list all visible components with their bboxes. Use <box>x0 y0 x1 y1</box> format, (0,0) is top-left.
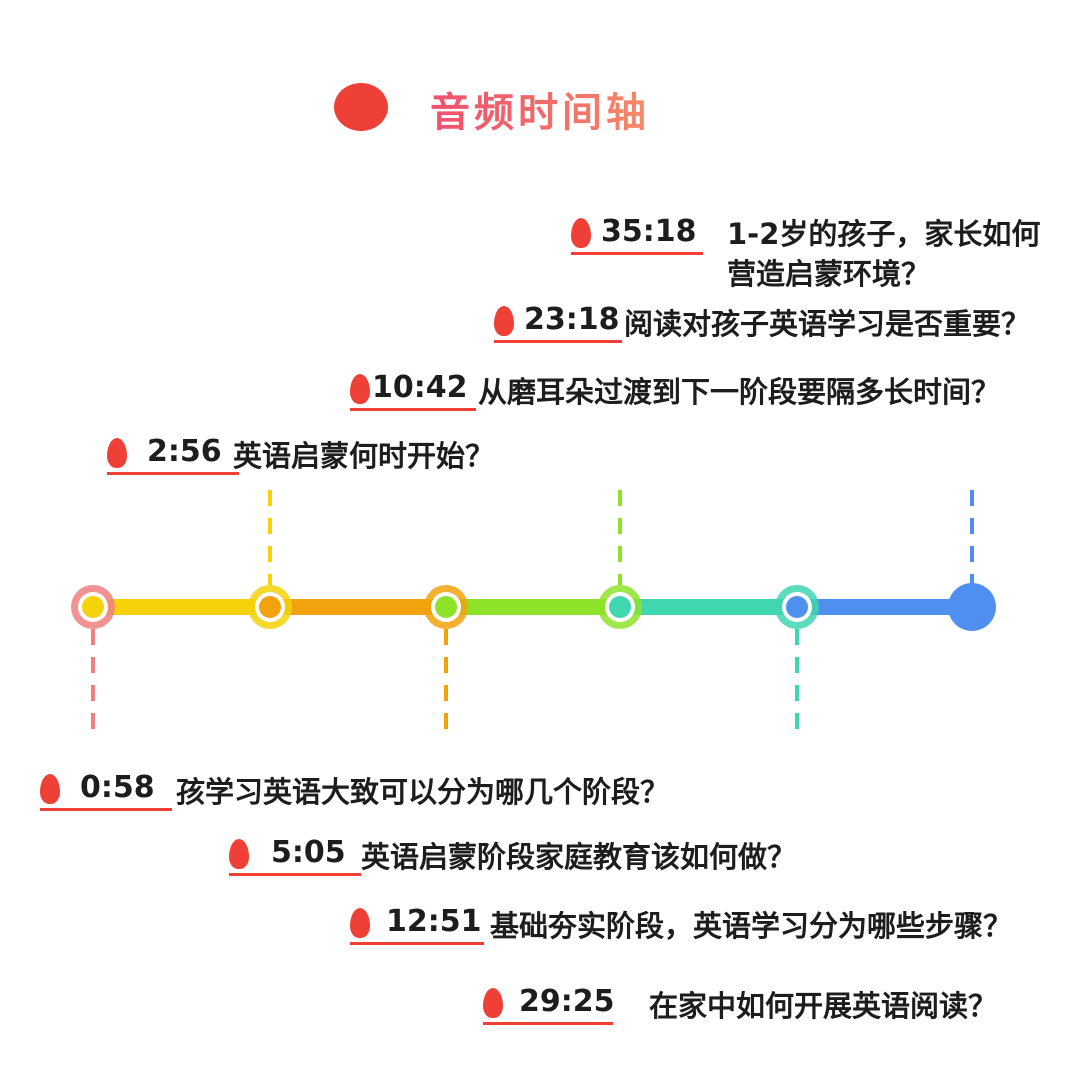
entry-text: 英语启蒙阶段家庭教育该如何做？ <box>361 840 797 874</box>
bottom-entry-3: 12:51 基础夯实阶段，英语学习分为哪些步骤？ <box>350 904 1070 945</box>
entry-time: 10:42 <box>372 370 468 405</box>
time-underline <box>494 340 622 343</box>
entry-text: 从磨耳朵过渡到下一阶段要隔多长时间？ <box>478 375 1001 409</box>
header-dot <box>334 83 388 131</box>
entry-text: 孩学习英语大致可以分为哪几个阶段？ <box>176 775 670 809</box>
marker-icon <box>571 218 591 248</box>
bottom-entry-1: 0:58 孩学习英语大致可以分为哪几个阶段？ <box>40 770 760 811</box>
top-entry-1: 35:18 1-2岁的孩子，家长如何营造启蒙环境？ <box>571 214 1051 291</box>
bottom-entry-2: 5:05 英语启蒙阶段家庭教育该如何做？ <box>229 835 869 876</box>
entry-time: 2:56 <box>147 434 222 469</box>
marker-icon <box>483 988 503 1018</box>
marker-icon <box>350 908 370 938</box>
entry-time: 12:51 <box>386 904 482 939</box>
entry-time: 29:25 <box>519 984 615 1019</box>
marker-icon <box>40 774 60 804</box>
entry-time: 35:18 <box>601 214 697 249</box>
entry-text: 阅读对孩子英语学习是否重要？ <box>624 307 1031 341</box>
top-entry-2: 23:18 阅读对孩子英语学习是否重要？ <box>494 302 1074 343</box>
page-title: 音频时间轴 <box>430 80 650 138</box>
entry-text: 1-2岁的孩子，家长如何营造启蒙环境？ <box>727 217 1041 291</box>
time-underline <box>350 408 476 411</box>
marker-icon <box>350 374 370 404</box>
timeline-node-core <box>82 596 104 618</box>
timeline-node-core <box>786 596 808 618</box>
marker-icon <box>494 306 514 336</box>
top-entry-4: 2:56 英语启蒙何时开始？ <box>107 434 547 475</box>
marker-icon <box>107 438 127 468</box>
top-entry-3: 10:42 从磨耳朵过渡到下一阶段要隔多长时间？ <box>350 370 1070 411</box>
entry-time: 0:58 <box>80 770 155 805</box>
time-underline <box>571 252 703 255</box>
timeline-node-core <box>609 596 631 618</box>
time-underline <box>40 808 172 811</box>
time-underline <box>107 472 239 475</box>
entry-time: 5:05 <box>271 835 346 870</box>
timeline-node-core <box>259 596 281 618</box>
entry-text: 英语启蒙何时开始？ <box>233 439 495 473</box>
time-underline <box>483 1022 613 1025</box>
timeline-diagram <box>71 490 996 730</box>
marker-icon <box>229 839 249 869</box>
timeline-node <box>948 583 996 631</box>
time-underline <box>229 873 361 876</box>
timeline-node-core <box>435 596 457 618</box>
bottom-entry-4: 29:25 在家中如何开展英语阅读？ <box>483 984 1043 1025</box>
entry-time: 23:18 <box>524 302 620 337</box>
entry-text: 在家中如何开展英语阅读？ <box>649 989 998 1023</box>
entry-text: 基础夯实阶段，英语学习分为哪些步骤？ <box>490 909 1013 943</box>
time-underline <box>350 942 484 945</box>
